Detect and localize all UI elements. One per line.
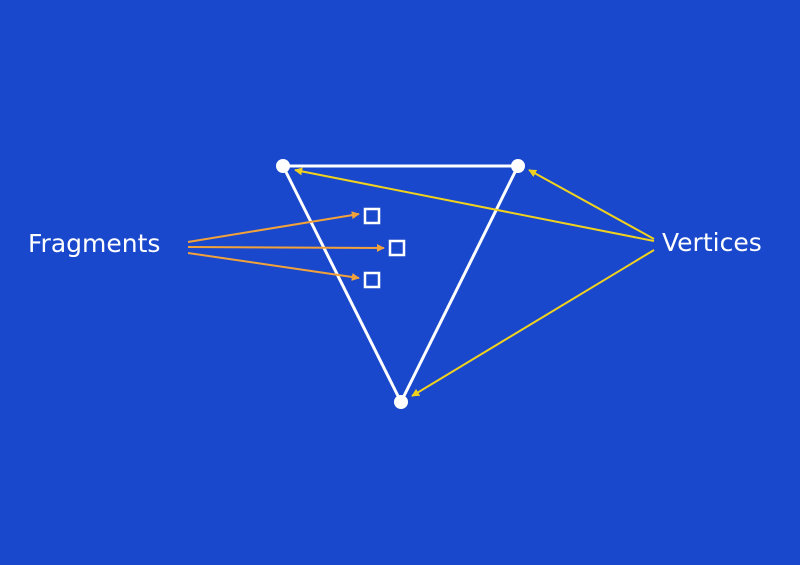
fragment-arrow-3 — [187, 252, 360, 281]
fragments-label: Fragments — [28, 229, 161, 258]
fragment-arrow-2 — [187, 243, 385, 252]
fragment-square-1 — [363, 207, 381, 225]
fragment-arrow-1 — [187, 211, 360, 243]
vertex-arrow-bottom — [411, 249, 655, 397]
vertex-dot-bottom — [394, 395, 408, 409]
vertices-label: Vertices — [662, 228, 762, 257]
fragment-square-2 — [388, 239, 406, 257]
triangle-edge-right — [399, 165, 520, 403]
vertex-arrow-top-left — [294, 167, 655, 242]
triangle-edge-left — [281, 165, 403, 403]
vertex-dot-top-left — [276, 159, 290, 173]
fragment-square-3 — [363, 271, 381, 289]
vertex-dot-top-right — [511, 159, 525, 173]
vertex-arrow-top-right — [528, 169, 655, 240]
